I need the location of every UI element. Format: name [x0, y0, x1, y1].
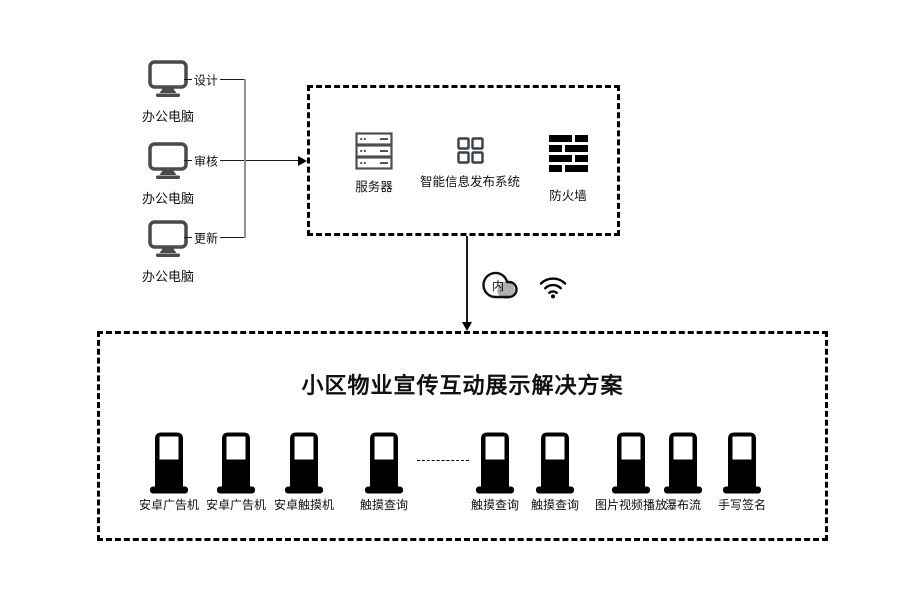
device-node-8: 瀑布流	[643, 431, 723, 513]
edge-label-update: 更新	[191, 229, 221, 247]
office-computer-node-2: 办公电脑	[140, 142, 196, 207]
device-node-7: 图片视频播放	[591, 431, 671, 513]
device-label: 瀑布流	[664, 498, 701, 512]
office-computer-label: 办公电脑	[141, 109, 194, 124]
device-label: 安卓广告机	[205, 498, 266, 512]
cloud-internal-network-icon: 内	[482, 267, 519, 305]
device-label: 触摸查询	[359, 498, 408, 512]
kiosk-display-icon	[217, 432, 255, 494]
device-node-6: 触摸查询	[515, 431, 595, 513]
server-label: 服务器	[355, 180, 393, 194]
device-node-2: 安卓广告机	[196, 431, 276, 513]
cloud-label: 内	[492, 279, 505, 293]
device-node-9: 手写签名	[702, 431, 782, 513]
office-computer-node-1: 办公电脑	[140, 60, 196, 125]
device-node-3: 安卓触摸机	[264, 431, 344, 513]
connector-line-down	[466, 236, 468, 324]
office-computer-label: 办公电脑	[141, 269, 194, 284]
arrowhead-into-server-box	[298, 155, 307, 166]
edge-label-review: 审核	[191, 152, 221, 170]
publish-system-node: 智能信息发布系统	[414, 137, 526, 190]
device-label: 手写签名	[717, 498, 766, 512]
connector-line-review	[184, 160, 299, 161]
server-rack-icon	[355, 132, 393, 170]
monitor-icon	[148, 220, 188, 257]
device-label: 图片视频播放	[594, 498, 667, 512]
publish-system-label: 智能信息发布系统	[419, 175, 520, 189]
kiosk-display-icon	[536, 432, 574, 494]
device-label: 安卓触摸机	[273, 498, 334, 512]
kiosk-display-icon	[476, 432, 514, 494]
device-label: 触摸查询	[530, 498, 579, 512]
solution-title: 小区物业宣传互动展示解决方案	[301, 373, 624, 398]
cloud-icon	[482, 271, 518, 299]
kiosk-display-icon	[664, 432, 702, 494]
office-computer-label: 办公电脑	[141, 191, 194, 206]
solution-box: 小区物业宣传互动展示解决方案 安卓广告机 安卓广告机 安卓触摸机	[97, 331, 828, 541]
monitor-icon	[148, 142, 188, 179]
device-node-4: 触摸查询	[344, 431, 424, 513]
firewall-label: 防火墙	[549, 189, 587, 203]
device-node-5: 触摸查询	[455, 431, 535, 513]
wifi-icon	[539, 277, 567, 299]
brick-wall-icon	[548, 135, 588, 172]
continuation-dashes	[417, 460, 469, 461]
device-label: 触摸查询	[470, 498, 519, 512]
server-group-box: 服务器 智能信息发布系统 防火墙	[307, 85, 620, 236]
kiosk-display-icon	[285, 432, 323, 494]
connector-line-vertical	[244, 79, 246, 238]
device-node-1: 安卓广告机	[129, 431, 209, 513]
server-node: 服务器	[338, 132, 410, 195]
device-label: 安卓广告机	[138, 498, 199, 512]
monitor-icon	[148, 60, 188, 97]
office-computer-node-3: 办公电脑	[140, 220, 196, 285]
app-grid-icon	[456, 137, 484, 164]
kiosk-display-icon	[150, 432, 188, 494]
arrowhead-into-solution-box	[462, 322, 472, 331]
kiosk-display-icon	[365, 432, 403, 494]
kiosk-display-icon	[612, 432, 650, 494]
edge-label-design: 设计	[191, 71, 221, 89]
kiosk-display-icon	[723, 432, 761, 494]
firewall-node: 防火墙	[530, 135, 606, 204]
